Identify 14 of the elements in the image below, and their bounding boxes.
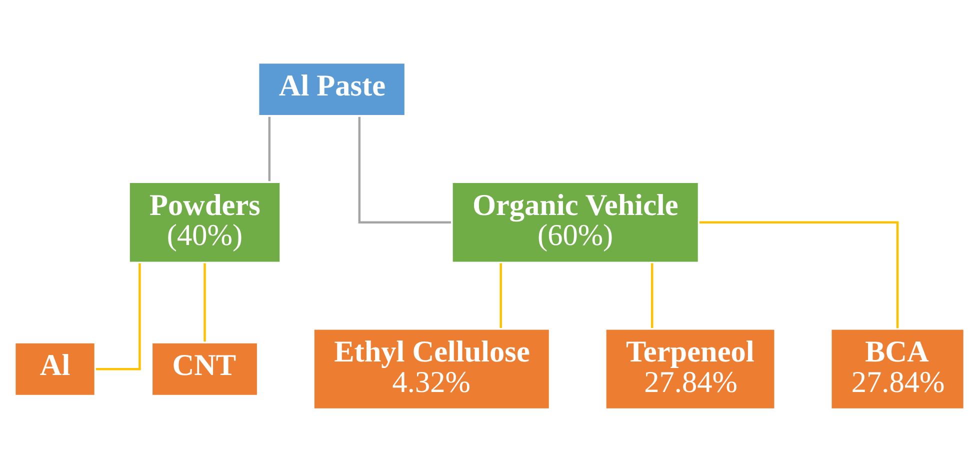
node-box: Organic Vehicle (60%)	[450, 180, 701, 265]
connector	[96, 263, 141, 370]
node-box: Powders (40%)	[126, 180, 283, 265]
connector	[500, 263, 502, 328]
connector	[699, 221, 899, 328]
connector	[204, 263, 206, 342]
connector	[268, 116, 271, 182]
connector	[358, 116, 451, 224]
connector	[650, 263, 654, 328]
node-box: CNT	[150, 340, 260, 398]
node-box: Al	[12, 340, 98, 398]
node-box: Terpeneol 27.84%	[603, 326, 778, 412]
node-box: BCA 27.84%	[828, 326, 966, 412]
node-box: Ethyl Cellulose 4.32%	[311, 326, 552, 412]
